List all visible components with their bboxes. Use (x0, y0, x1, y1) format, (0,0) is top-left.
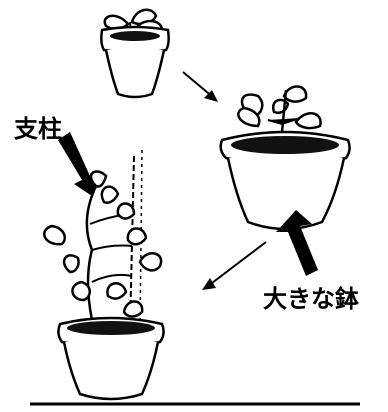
small-pot-seedling-icon (101, 10, 168, 97)
support-pole-pointer-arrow-icon (58, 132, 98, 196)
medium-pot-plant-icon (221, 86, 350, 229)
arrow-icon (202, 242, 266, 290)
big-pot-label: 大きな鉢 (263, 287, 359, 311)
arrow-icon (183, 72, 218, 102)
support-pole-label: 支柱 (14, 117, 62, 141)
pot-with-support-pole-icon (44, 150, 163, 399)
